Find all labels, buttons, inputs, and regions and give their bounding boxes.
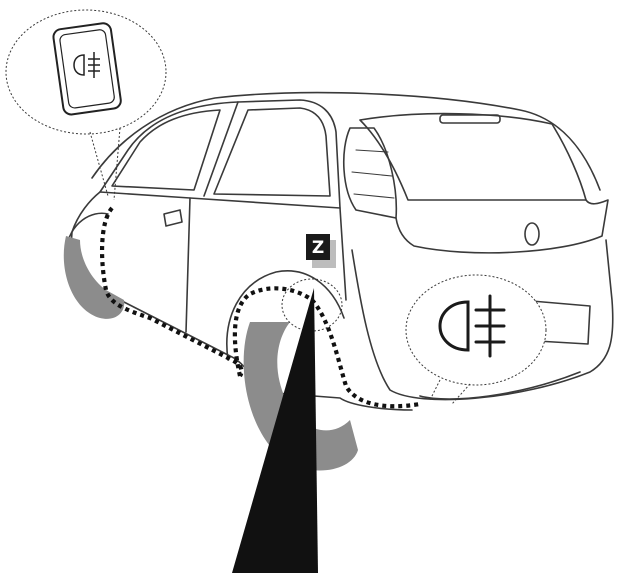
brake-light	[440, 115, 500, 123]
z-marker: Z	[306, 234, 336, 268]
switch-callout	[6, 10, 166, 200]
z-marker-label: Z	[312, 238, 324, 258]
tailgate	[396, 200, 608, 253]
rear-wheel-arch	[227, 271, 344, 360]
rear-window	[360, 114, 586, 200]
door-handle	[164, 210, 182, 226]
front-tire	[64, 236, 124, 319]
fog-light-switch	[52, 22, 121, 115]
logo-badge	[525, 223, 539, 245]
fog-light-callout	[406, 275, 546, 404]
fog-light-callout-bubble	[406, 275, 546, 385]
tail-light	[344, 128, 397, 218]
